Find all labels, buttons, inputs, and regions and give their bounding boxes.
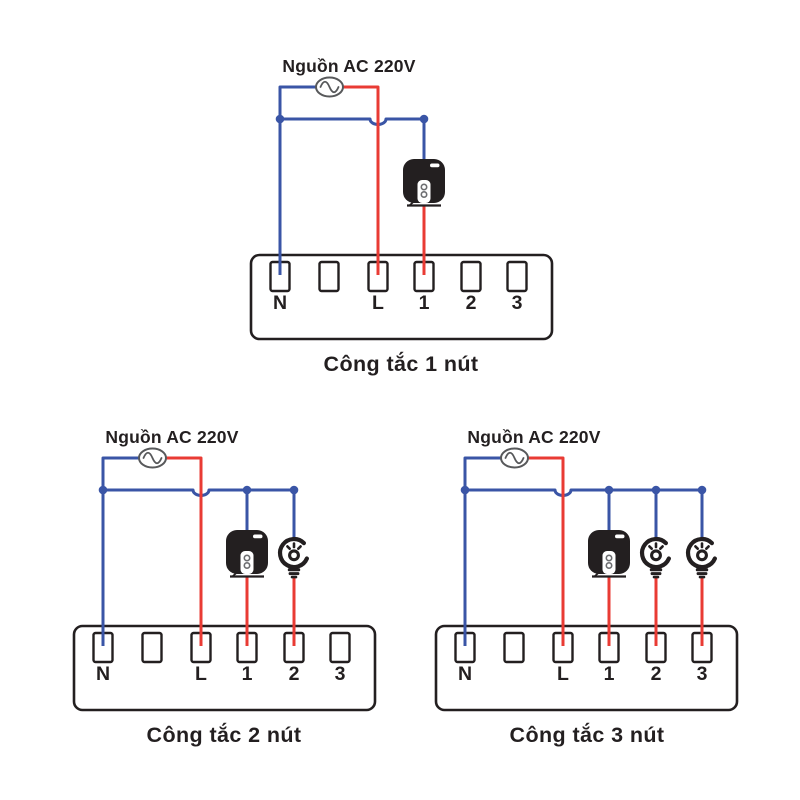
ac-source-icon xyxy=(315,76,344,98)
ac-source-icon xyxy=(500,447,529,469)
diagram-3-graphics xyxy=(434,447,739,712)
diagram-1-graphics xyxy=(249,76,554,341)
light-bulb-icon xyxy=(685,536,717,579)
ac-source-icon xyxy=(138,447,167,469)
light-bulb-icon xyxy=(277,536,309,579)
smart-lamp-holder-icon xyxy=(226,530,268,578)
light-bulb-icon xyxy=(639,536,671,579)
diagram-2-graphics xyxy=(72,447,377,712)
smart-lamp-holder-icon xyxy=(403,159,445,207)
smart-lamp-holder-icon xyxy=(588,530,630,578)
